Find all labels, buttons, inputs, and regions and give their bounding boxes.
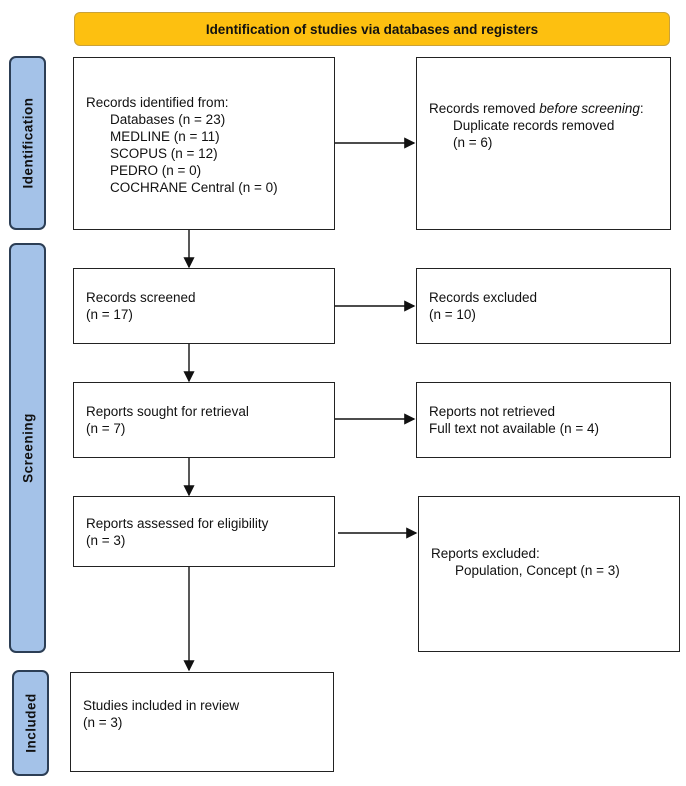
box-title: Reports assessed for eligibility (86, 516, 269, 531)
box-item: Population, Concept (n = 3) (455, 563, 620, 578)
phase-screening: Screening (9, 243, 46, 653)
box-title: Records removed (429, 101, 540, 116)
source-item: PEDRO (n = 0) (110, 163, 202, 178)
source-item: COCHRANE Central (n = 0) (110, 180, 278, 195)
box-count: (n = 3) (83, 715, 123, 730)
reports-not-retrieved-box: Reports not retrieved Full text not avai… (416, 382, 671, 458)
box-title: Reports excluded: (431, 546, 540, 561)
records-removed-box: Records removed before screening: Duplic… (416, 57, 671, 230)
box-count: (n = 6) (453, 135, 493, 150)
header-title: Identification of studies via databases … (205, 21, 539, 37)
box-title: Records identified from: (86, 95, 229, 110)
box-item: Full text not available (n = 4) (429, 421, 599, 436)
box-title: Records screened (86, 290, 196, 305)
box-title: Studies included in review (83, 698, 240, 713)
phase-included: Included (12, 670, 49, 776)
records-identified-box: Records identified from: Databases (n = … (73, 57, 335, 230)
source-item: SCOPUS (n = 12) (110, 146, 218, 161)
section-header: Identification of studies via databases … (74, 12, 670, 46)
reports-assessed-box: Reports assessed for eligibility (n = 3) (73, 496, 335, 567)
reports-sought-box: Reports sought for retrieval (n = 7) (73, 382, 335, 458)
box-count: (n = 17) (86, 307, 133, 322)
box-title-italic: before screening (539, 101, 640, 116)
box-count: (n = 3) (86, 533, 126, 548)
phase-identification: Identification (9, 56, 46, 230)
records-screened-box: Records screened (n = 17) (73, 268, 335, 344)
box-count: (n = 7) (86, 421, 126, 436)
box-title-suffix: : (639, 101, 644, 116)
box-item: Duplicate records removed (453, 118, 615, 133)
box-title: Reports sought for retrieval (86, 404, 249, 419)
box-title: Reports not retrieved (429, 404, 556, 419)
reports-excluded-box: Reports excluded: Population, Concept (n… (418, 496, 680, 652)
box-count: (n = 10) (429, 307, 476, 322)
box-title: Records excluded (429, 290, 538, 305)
records-excluded-box: Records excluded (n = 10) (416, 268, 671, 344)
source-item: MEDLINE (n = 11) (110, 129, 220, 144)
source-item: Databases (n = 23) (110, 112, 226, 127)
studies-included-box: Studies included in review (n = 3) (70, 672, 334, 772)
